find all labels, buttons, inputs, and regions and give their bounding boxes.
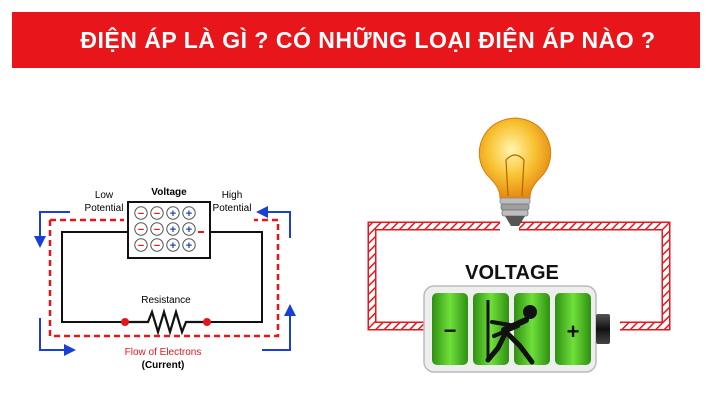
positive-charge-sign: + [170, 240, 176, 252]
positive-charge-sign: + [186, 224, 192, 236]
positive-charge-sign: + [170, 208, 176, 220]
positive-charge [182, 222, 196, 236]
negative-charge-sign: − [138, 208, 144, 220]
negative-charge [150, 206, 164, 220]
negative-charge [134, 206, 148, 220]
current-arrow-top-right [256, 206, 291, 238]
charge-grid: −−++−−++−−++ [134, 206, 196, 252]
negative-charge [150, 238, 164, 252]
positive-charge-sign: + [186, 240, 192, 252]
pushing-person-icon [485, 300, 537, 365]
flow-of-electrons-label: Flow of Electrons [125, 347, 202, 358]
electron-flow-path [48, 218, 280, 338]
voltage-label: Voltage [151, 187, 187, 198]
banner-title: ĐIỆN ÁP LÀ GÌ ? CÓ NHỮNG LOẠI ĐIỆN ÁP NÀ… [80, 26, 656, 53]
negative-charge-sign: − [154, 208, 160, 220]
battery-cell-1 [432, 293, 468, 365]
current-arrow-top-left [34, 211, 70, 248]
low-potential-label-line2: Potential [85, 203, 124, 214]
current-arrow-bottom-left [39, 318, 76, 356]
battery-title: VOLTAGE [465, 262, 559, 284]
positive-charge [182, 206, 196, 220]
battery-plus-sign: + [567, 319, 580, 344]
battery-cell-3 [514, 293, 550, 365]
high-potential-label-line1: High [222, 190, 243, 201]
wire-loop [369, 223, 500, 329]
circuit-wire [210, 231, 263, 323]
negative-charge-sign: − [138, 224, 144, 236]
battery-icon: − + [423, 285, 610, 373]
negative-charge-sign: − [138, 240, 144, 252]
negative-charge-sign: − [154, 240, 160, 252]
current-arrow-bottom-right [262, 304, 296, 351]
circuit-diagram-left: −−++−−++−−++ Voltage Low Potential High … [34, 187, 296, 371]
positive-charge [166, 206, 180, 220]
battery-terminal [596, 314, 610, 344]
high-potential-label-line2: Potential [213, 203, 252, 214]
positive-charge-sign: + [170, 224, 176, 236]
title-banner: ĐIỆN ÁP LÀ GÌ ? CÓ NHỮNG LOẠI ĐIỆN ÁP NÀ… [12, 12, 700, 68]
negative-charge [150, 222, 164, 236]
circuit-wire [61, 231, 128, 323]
resistor-symbol [125, 308, 208, 336]
positive-charge [166, 222, 180, 236]
light-bulb-icon [478, 117, 552, 226]
positive-charge [166, 238, 180, 252]
low-potential-label-line1: Low [95, 190, 114, 201]
battery-bulb-diagram: VOLTAGE − + [367, 117, 671, 373]
positive-charge-sign: + [186, 208, 192, 220]
wire-loop [519, 223, 669, 329]
negative-charge [134, 222, 148, 236]
resistor-node-left [121, 318, 129, 326]
resistance-label: Resistance [141, 295, 191, 306]
battery-minus-sign: − [444, 318, 457, 343]
negative-charge-sign: − [154, 224, 160, 236]
resistor-node-right [203, 318, 211, 326]
battery-cell-4 [555, 293, 591, 365]
positive-charge [182, 238, 196, 252]
negative-charge [134, 238, 148, 252]
current-label: (Current) [142, 360, 185, 371]
